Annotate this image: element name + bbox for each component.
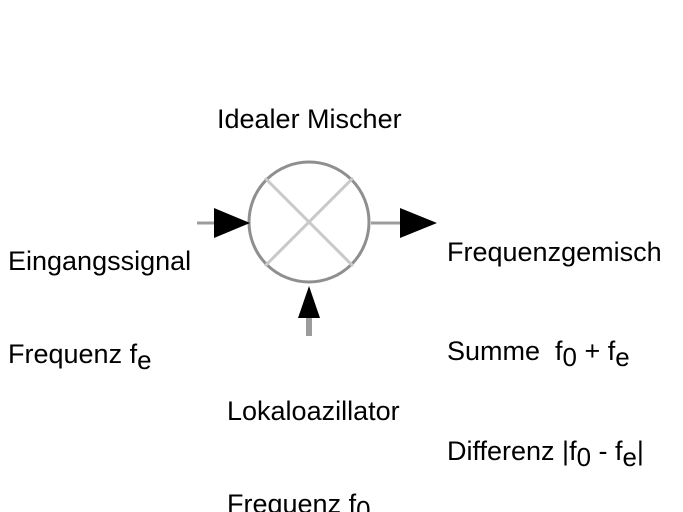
output-difference-subscript-1: 0 — [576, 444, 591, 473]
input-frequency-text: Frequenz f — [8, 339, 138, 369]
oscillator-arrowhead-icon — [298, 286, 320, 318]
output-label: Frequenzgemisch Summe f0 + fe Differenz … — [447, 170, 662, 512]
input-label-line1: Eingangssignal — [8, 246, 192, 276]
output-label-line1: Frequenzgemisch — [447, 237, 662, 267]
output-difference-operator: - f — [591, 436, 623, 466]
oscillator-frequency-text: Frequenz f — [227, 489, 357, 512]
output-difference-subscript-2: e — [622, 444, 637, 473]
diagram-title: Idealer Mischer — [217, 104, 402, 134]
input-arrowhead-icon — [214, 208, 250, 238]
output-label-line2: Summe f0 + fe — [447, 335, 662, 373]
output-difference-text: Differenz |f — [447, 436, 577, 466]
oscillator-label-line2: Frequenz f0 — [227, 489, 400, 512]
input-label-line2: Frequenz fe — [8, 339, 191, 375]
oscillator-label-line1: Lokaloazillator — [227, 396, 400, 426]
output-sum-text: Summe f — [447, 336, 563, 366]
input-frequency-subscript: e — [137, 347, 152, 376]
mixer-circle — [247, 160, 371, 284]
input-label: Eingangssignal Frequenz fe — [8, 184, 191, 433]
output-label-line3: Differenz |f0 - fe| — [447, 435, 662, 473]
output-arrowhead-icon — [400, 208, 437, 238]
oscillator-frequency-subscript: 0 — [356, 497, 371, 512]
mixer-cross-line-2 — [263, 176, 355, 268]
output-sum-operator: + f — [576, 336, 616, 366]
output-sum-subscript-2: e — [615, 344, 630, 373]
output-difference-closing-bar: | — [636, 436, 644, 466]
oscillator-label: Lokaloazillator Frequenz f0 — [227, 334, 400, 512]
output-sum-subscript-1: 0 — [562, 344, 577, 373]
